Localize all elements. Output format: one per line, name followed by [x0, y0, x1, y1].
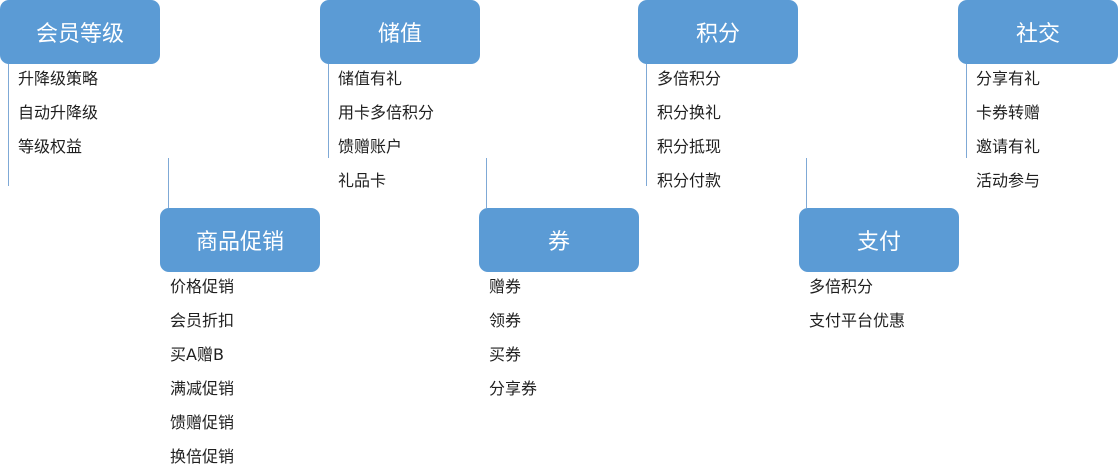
list-item: 卡券转赠 — [976, 103, 1041, 122]
connector-line-social — [966, 64, 967, 158]
category-box-product-promo: 商品促销 — [160, 208, 320, 272]
list-item: 买券 — [489, 345, 522, 364]
list-item: 分享券 — [489, 379, 538, 398]
list-item: 升降级策略 — [18, 69, 99, 88]
list-item: 礼品卡 — [338, 171, 387, 190]
list-item: 储值有礼 — [338, 69, 403, 88]
list-item: 价格促销 — [170, 277, 235, 296]
connector-line-member-level — [8, 64, 9, 186]
list-item: 领券 — [489, 311, 522, 330]
list-item: 多倍积分 — [809, 277, 874, 296]
item-list-payment: 多倍积分 支付平台优惠 — [809, 270, 905, 338]
list-item: 买A赠B — [170, 345, 224, 364]
category-title: 储值 — [377, 22, 422, 47]
list-item: 会员折扣 — [170, 311, 235, 330]
category-box-member-level: 会员等级 — [0, 0, 160, 64]
category-title: 支付 — [856, 230, 901, 255]
category-box-stored-value: 储值 — [320, 0, 480, 64]
item-list-social: 分享有礼 卡券转赠 邀请有礼 活动参与 — [976, 62, 1040, 198]
connector-line-points — [646, 64, 647, 186]
item-list-member-level: 升降级策略 自动升降级 等级权益 — [18, 62, 98, 164]
list-item: 馈赠促销 — [170, 413, 235, 432]
category-title: 券 — [547, 230, 570, 255]
list-item: 满减促销 — [170, 379, 235, 398]
list-item: 支付平台优惠 — [809, 311, 906, 330]
list-item: 等级权益 — [18, 137, 83, 156]
list-item: 赠券 — [489, 277, 522, 296]
category-title: 会员等级 — [35, 22, 124, 47]
category-box-payment: 支付 — [799, 208, 959, 272]
item-list-stored-value: 储值有礼 用卡多倍积分 馈赠账户 礼品卡 — [338, 62, 434, 198]
category-box-coupon: 券 — [479, 208, 639, 272]
list-item: 积分抵现 — [657, 137, 722, 156]
list-item: 用卡多倍积分 — [338, 103, 435, 122]
list-item: 积分付款 — [657, 171, 722, 190]
item-list-points: 多倍积分 积分换礼 积分抵现 积分付款 — [657, 62, 721, 198]
category-box-points: 积分 — [638, 0, 798, 64]
list-item: 多倍积分 — [657, 69, 722, 88]
list-item: 活动参与 — [976, 171, 1041, 190]
list-item: 馈赠账户 — [338, 137, 403, 156]
category-title: 社交 — [1015, 22, 1060, 47]
category-title: 积分 — [695, 22, 740, 47]
category-title: 商品促销 — [195, 230, 284, 255]
list-item: 换倍促销 — [170, 447, 235, 466]
list-item: 积分换礼 — [657, 103, 722, 122]
item-list-product-promo: 价格促销 会员折扣 买A赠B 满减促销 馈赠促销 换倍促销 — [170, 270, 234, 474]
list-item: 自动升降级 — [18, 103, 99, 122]
connector-line-payment — [806, 158, 807, 208]
list-item: 邀请有礼 — [976, 137, 1041, 156]
list-item: 分享有礼 — [976, 69, 1041, 88]
category-box-social: 社交 — [958, 0, 1118, 64]
connector-line-coupon — [486, 158, 487, 208]
connector-line-stored-value — [328, 64, 329, 158]
connector-line-product-promo — [168, 158, 169, 208]
item-list-coupon: 赠券 领券 买券 分享券 — [489, 270, 537, 406]
